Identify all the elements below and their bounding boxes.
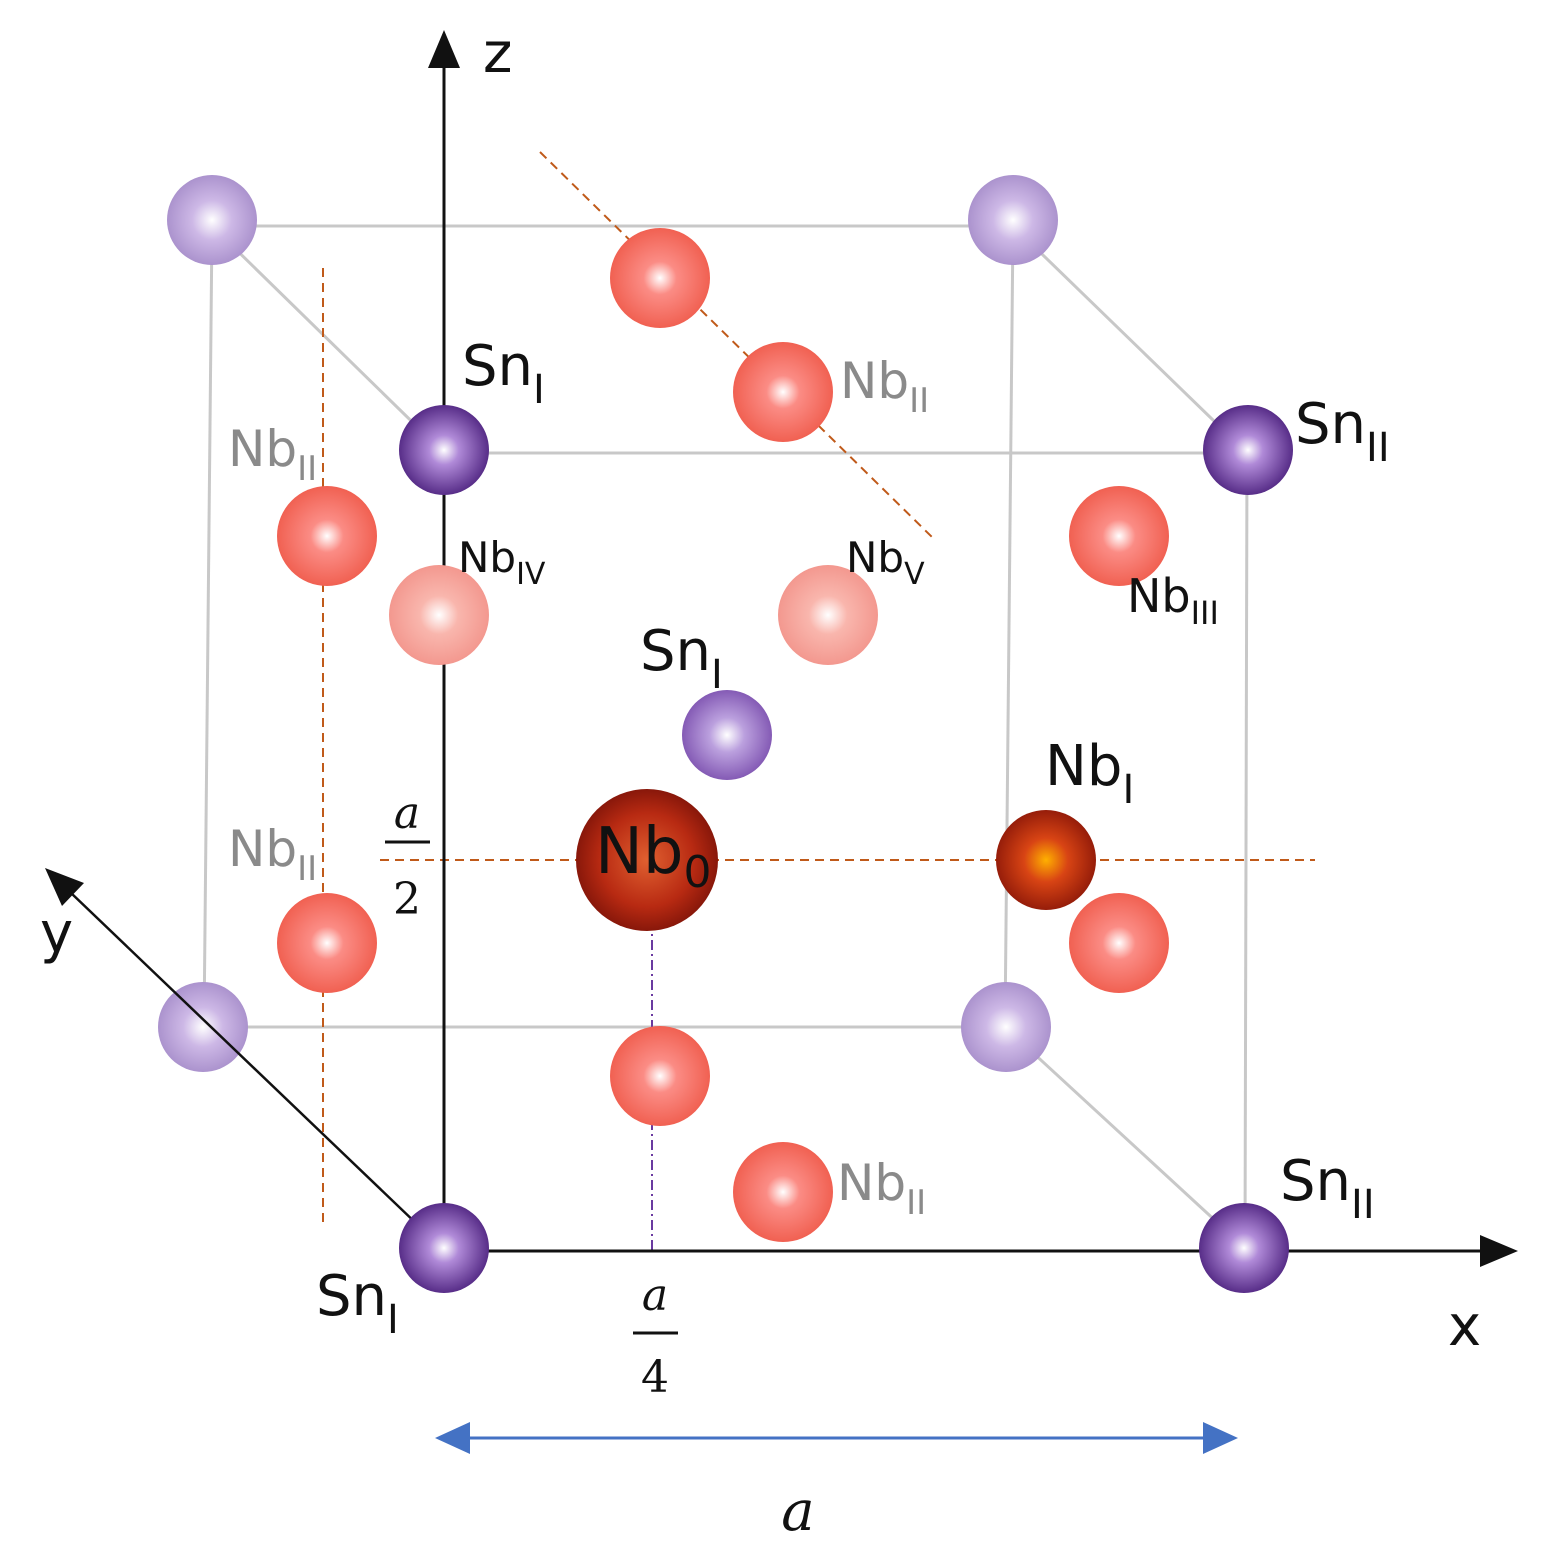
label-nb-ii-left-upper: NbII [228, 420, 317, 489]
nb-atom [733, 1142, 833, 1242]
x-axis-label: x [1448, 1294, 1481, 1359]
nb-atom [1069, 893, 1169, 993]
nb-atom [277, 893, 377, 993]
label-nb-iv: NbIV [458, 533, 546, 592]
nb-atom-light [778, 565, 878, 665]
sn-atom-back [961, 982, 1051, 1072]
nb-atom [733, 342, 833, 442]
fraction-quarter: a 4 [633, 1270, 678, 1403]
axes [45, 30, 1518, 1267]
fraction-quarter-numerator: a [642, 1270, 668, 1321]
cube-edge [210, 224, 446, 455]
nb-chain-atoms [277, 228, 1169, 1242]
lattice-dimension: a [435, 1422, 1238, 1544]
dimension-arrowhead-right [1203, 1422, 1238, 1454]
sn-back-atoms [158, 175, 1058, 1072]
label-nb-0: Nb0 [595, 815, 712, 898]
dimension-arrowhead-left [435, 1422, 470, 1454]
x-axis-arrowhead [1480, 1235, 1518, 1267]
nbI-atom [996, 810, 1096, 910]
fraction-quarter-denominator: 4 [641, 1352, 669, 1403]
chain-guide-dashed [539, 151, 936, 541]
nb-atom [610, 228, 710, 328]
cube-edge [1003, 1025, 1247, 1250]
cube-edge [202, 225, 214, 1028]
label-nb-i: NbI [1045, 734, 1134, 813]
sn-atom-back [167, 175, 257, 265]
nb0-atom [576, 789, 718, 931]
y-axis-arrowhead [45, 868, 84, 906]
label-sn-ii-top: SnII [1295, 392, 1390, 471]
fraction-half-denominator: 2 [393, 874, 421, 925]
lattice-constant-label: a [781, 1479, 814, 1544]
y-axis-line [69, 891, 445, 1251]
label-sn-i-bottom: SnI [316, 1264, 399, 1343]
sn-atom-front [399, 405, 489, 495]
nb-atom [277, 486, 377, 586]
label-nb-v: NbV [846, 533, 925, 592]
label-nb-iii: NbIII [1127, 569, 1219, 632]
z-axis-label: z [483, 21, 512, 86]
label-nb-ii-bottom: NbII [837, 1154, 926, 1223]
y-axis-label: y [40, 901, 73, 966]
nb-atom [610, 1026, 710, 1126]
guide-lines [322, 151, 1315, 1222]
sn-front-atoms [399, 405, 1293, 1293]
sn-atom-back [158, 982, 248, 1072]
nb-atom-light [389, 565, 489, 665]
nb-atom [1069, 486, 1169, 586]
sn-atom-front [1199, 1203, 1289, 1293]
label-sn-i-top: SnI [462, 334, 545, 413]
sn-atom-back [968, 175, 1058, 265]
sn-atom-front [1203, 405, 1293, 495]
z-axis-arrowhead [428, 30, 460, 68]
cube-edge [1011, 224, 1249, 455]
label-sn-i-center: SnI [640, 619, 723, 698]
label-sn-ii-bottom: SnII [1280, 1149, 1375, 1228]
sn-atom-front [399, 1203, 489, 1293]
label-nb-ii-left-lower: NbII [228, 820, 317, 889]
label-nb-ii-top: NbII [840, 352, 929, 421]
fraction-half: a 2 [385, 788, 430, 925]
fraction-half-numerator: a [394, 788, 420, 839]
sn-atom-center [682, 690, 772, 780]
cube-edge [1003, 225, 1015, 1028]
cube-edge [1243, 452, 1249, 1249]
